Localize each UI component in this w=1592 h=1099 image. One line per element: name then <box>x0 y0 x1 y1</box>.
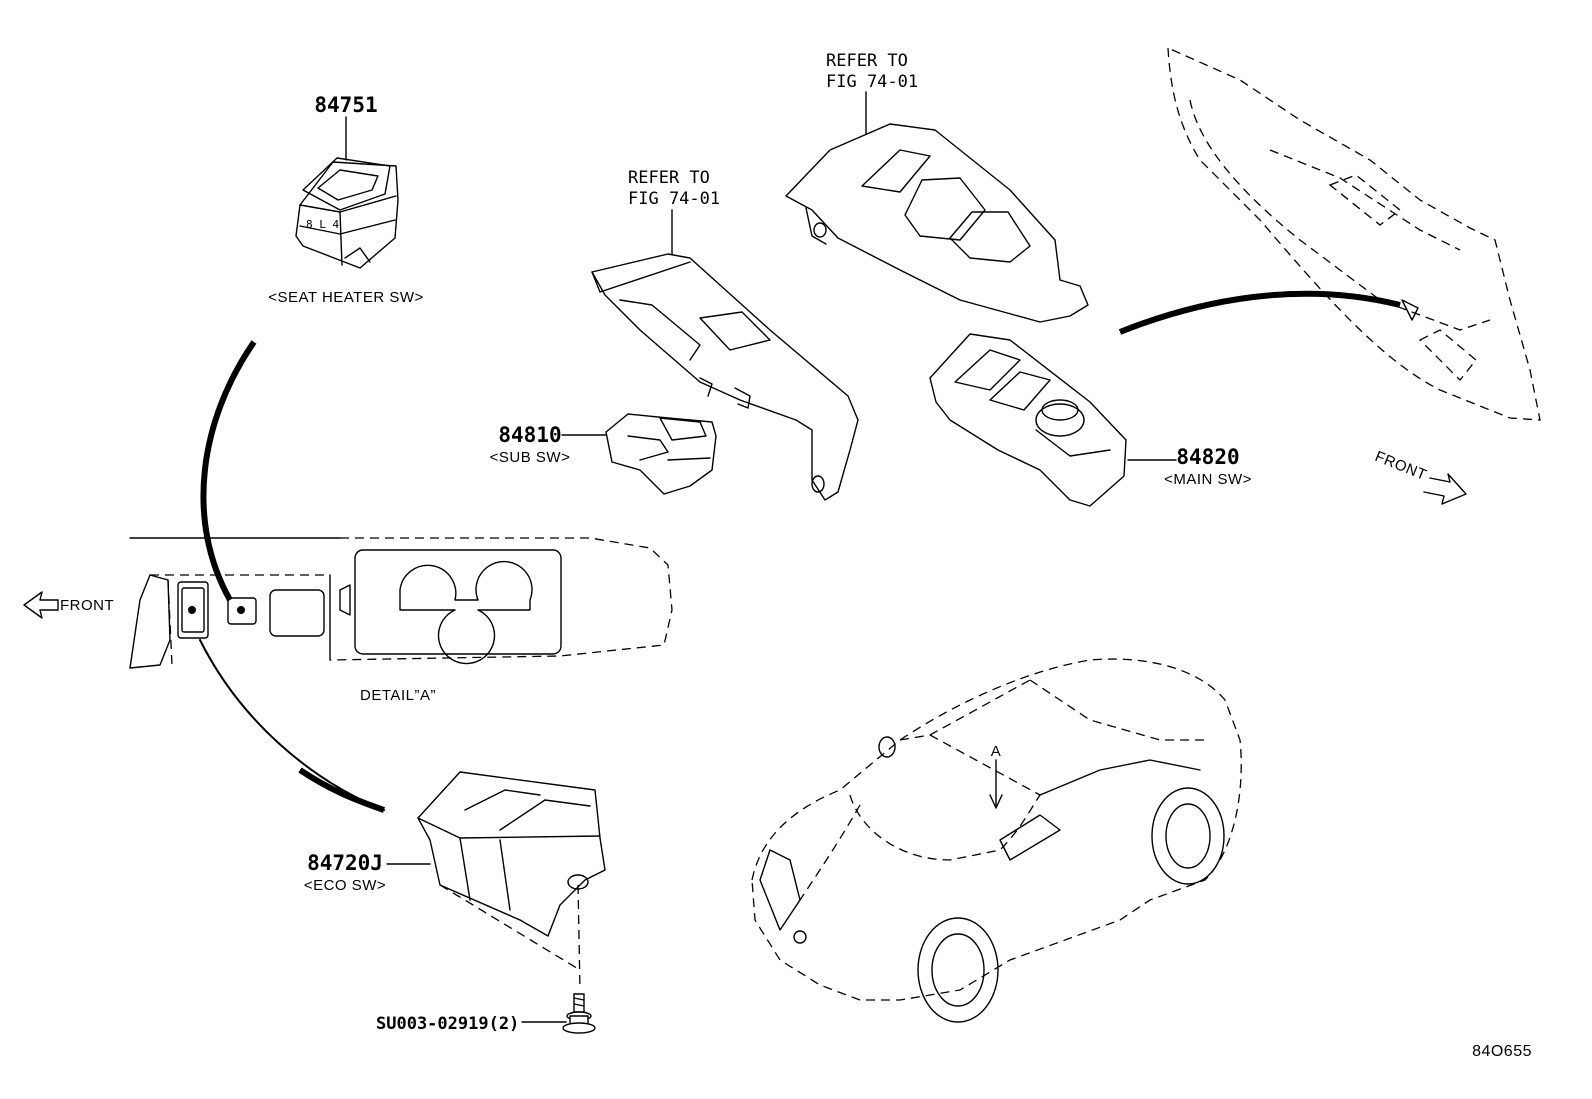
part-number-84810: 84810 <box>498 423 561 447</box>
part-number-screw: SU003-02919(2) <box>376 1014 519 1034</box>
detail-a-label: DETAIL”A” <box>360 687 436 704</box>
caption-seat-heater-sw: <SEAT HEATER SW> <box>268 289 424 306</box>
ref-left-line1: REFER TO <box>628 168 710 188</box>
main-switch-drawing <box>929 333 1177 507</box>
seat-heater-switch-drawing: 8 L 4 <box>295 116 399 269</box>
console-detail-drawing <box>129 340 673 813</box>
door-trim-drawing <box>1118 46 1541 421</box>
screw-drawing <box>521 993 596 1034</box>
front-arrow-right: FRONT <box>1373 448 1467 505</box>
part-number-84820: 84820 <box>1176 445 1239 469</box>
vehicle-outline-drawing <box>751 658 1242 1023</box>
part-number-84720j: 84720J <box>307 851 383 875</box>
eco-switch-drawing <box>386 771 606 991</box>
part-number-84751: 84751 <box>314 93 377 117</box>
svg-text:8 L 4: 8 L 4 <box>306 218 339 231</box>
ref-left-line2: FIG 74-01 <box>628 189 720 209</box>
front-arrow-left: FRONT <box>23 591 114 619</box>
caption-eco-sw: <ECO SW> <box>304 877 386 894</box>
diagram-id: 84O655 <box>1472 1043 1532 1060</box>
main-switch-bezel-drawing <box>785 91 1089 323</box>
ref-right-line2: FIG 74-01 <box>826 72 918 92</box>
ref-right-line1: REFER TO <box>826 51 908 71</box>
caption-main-sw: <MAIN SW> <box>1164 471 1252 488</box>
sub-switch-drawing <box>561 413 717 495</box>
caption-sub-sw: <SUB SW> <box>490 449 571 466</box>
window-switch-bezel-drawing <box>591 209 859 501</box>
view-a-label: A <box>991 743 1002 760</box>
front-label-right: FRONT <box>1373 448 1430 484</box>
front-label-left: FRONT <box>60 597 114 614</box>
